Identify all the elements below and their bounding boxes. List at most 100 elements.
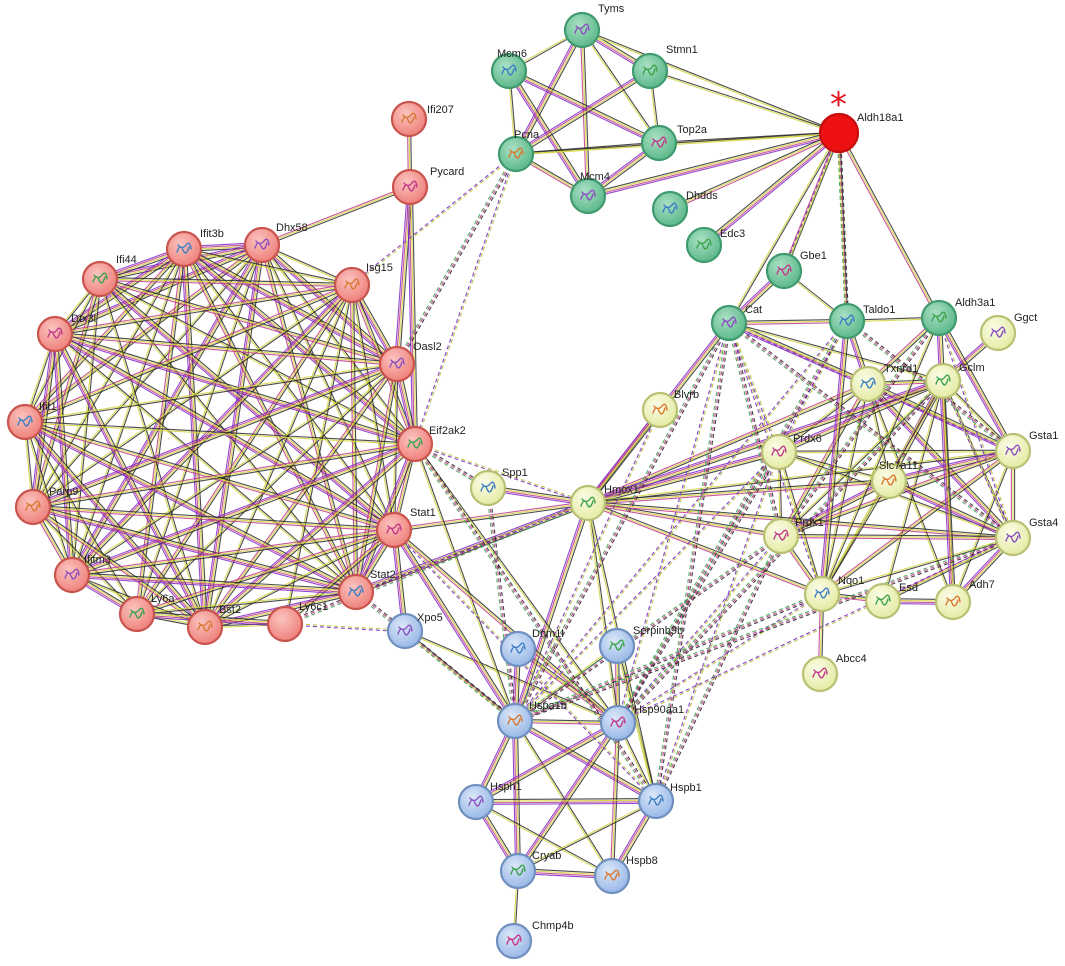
node-pycard[interactable]: Pycard xyxy=(391,166,464,206)
node-circle xyxy=(375,511,413,549)
protein-structure-icon xyxy=(609,639,625,651)
node-tyms[interactable]: Tyms xyxy=(563,3,625,49)
node-hspa1b[interactable]: Hspa1b xyxy=(496,700,567,740)
node-parp9[interactable]: Parp9 xyxy=(14,486,78,526)
protein-structure-icon xyxy=(990,326,1006,338)
node-bst2[interactable]: Bst2 xyxy=(186,604,241,646)
node-gsta4[interactable]: Gsta4 xyxy=(994,517,1058,557)
node-hsp90aa1[interactable]: Hsp90aa1 xyxy=(599,704,684,742)
dashed-edge-Cat-Hspa1b xyxy=(513,321,731,723)
edge-Aldh18a1-Taldo1 xyxy=(837,132,849,322)
node-cat[interactable]: Cat xyxy=(710,304,762,342)
node-label: Esd xyxy=(899,582,918,594)
protein-structure-icon xyxy=(92,272,108,284)
node-spp1[interactable]: Spp1 xyxy=(469,467,528,507)
node-oasl2[interactable]: Oasl2 xyxy=(378,341,442,383)
edge-Ifi44-Oasl2 xyxy=(99,276,398,367)
node-circle xyxy=(651,190,689,228)
node-top2a[interactable]: Top2a xyxy=(640,124,708,162)
node-eif2ak2[interactable]: Eif2ak2 xyxy=(396,425,466,463)
node-hspb8[interactable]: Hspb8 xyxy=(593,855,658,895)
node-circle xyxy=(333,266,371,304)
node-circle xyxy=(765,252,803,290)
node-chmp4b[interactable]: Chmp4b xyxy=(495,920,574,960)
node-circle xyxy=(186,608,224,646)
node-stat2[interactable]: Stat2 xyxy=(337,569,396,611)
node-hspb1[interactable]: Hspb1 xyxy=(637,782,702,820)
dashed-edge-Aldh18a1-Taldo1 xyxy=(836,132,850,322)
node-aldh18a1[interactable]: Aldh18a1 xyxy=(818,112,904,154)
protein-structure-icon xyxy=(580,189,596,201)
edge-Oasl2-Parp9 xyxy=(31,361,399,510)
node-edc3[interactable]: Edc3 xyxy=(685,226,745,264)
protein-structure-icon xyxy=(662,202,678,214)
edge-Hspa1b-Cryab xyxy=(512,720,521,872)
node-ifi44[interactable]: Ifi44 xyxy=(81,254,137,298)
edge-Edc3-Aldh18a1 xyxy=(702,130,841,248)
edge-Oasl2-Ly6a xyxy=(136,363,398,615)
node-hmox1[interactable]: Hmox1 xyxy=(569,484,639,522)
node-circle xyxy=(499,630,537,668)
node-stat1[interactable]: Stat1 xyxy=(375,507,436,549)
node-nqo1[interactable]: Nqo1 xyxy=(803,575,864,613)
node-prdx1[interactable]: Prdx1 xyxy=(762,517,824,555)
edge-Aldh3a1-Gsta1 xyxy=(936,316,1016,453)
node-gclm[interactable]: Gclm xyxy=(924,362,985,400)
node-circle xyxy=(396,425,434,463)
edge-Ifi44-Bst2 xyxy=(98,278,207,628)
edge-Aldh18a1-Cat xyxy=(727,132,841,324)
node-circle xyxy=(760,433,798,471)
protein-structure-icon xyxy=(935,374,951,386)
node-aldh3a1[interactable]: Aldh3a1 xyxy=(920,297,995,337)
node-txnrd1[interactable]: Txnrd1 xyxy=(849,363,918,403)
node-ggct[interactable]: Ggct xyxy=(979,312,1037,352)
node-circle xyxy=(631,52,669,90)
node-gsta1[interactable]: Gsta1 xyxy=(994,430,1058,470)
node-label: Dhx58 xyxy=(276,222,308,234)
node-ifi207[interactable]: Ifi207 xyxy=(390,100,454,138)
edge-Isg15-Ly6c1 xyxy=(283,284,354,625)
edge-Eif2ak2-Ifitm3 xyxy=(70,441,417,578)
node-abcc4[interactable]: Abcc4 xyxy=(801,653,867,693)
node-dtx3l[interactable]: Dtx3l xyxy=(36,313,96,353)
node-stmn1[interactable]: Stmn1 xyxy=(631,44,698,90)
edge-Stat1-Ifitm3 xyxy=(71,527,395,578)
node-adh7[interactable]: Adh7 xyxy=(934,579,995,621)
node-prdx6[interactable]: Prdx6 xyxy=(760,433,822,471)
protein-structure-icon xyxy=(254,238,270,250)
node-mcm4[interactable]: Mcm4 xyxy=(569,171,610,215)
node-pcna[interactable]: Pcna xyxy=(497,129,540,173)
node-slc7a11[interactable]: Slc7a11 xyxy=(870,460,918,500)
node-esd[interactable]: Esd xyxy=(864,582,918,620)
node-cryab[interactable]: Cryab xyxy=(499,850,561,890)
edge-Hsph1-Hspb1 xyxy=(475,798,657,805)
node-dhdds[interactable]: Dhdds xyxy=(651,190,718,228)
node-label: Prdx1 xyxy=(795,517,824,529)
edge-Taldo1-Nqo1 xyxy=(819,320,850,595)
dashed-edge-Cat-Hsp90aa1 xyxy=(616,322,731,724)
node-label: Adh7 xyxy=(969,579,995,591)
node-gbe1[interactable]: Gbe1 xyxy=(765,250,827,290)
edge-Hsp90aa1-Hspb8 xyxy=(609,722,621,877)
edge-Dhx58-Ly6a xyxy=(135,244,264,615)
node-hsph1[interactable]: Hsph1 xyxy=(457,781,522,821)
node-ly6a[interactable]: Ly6a xyxy=(118,593,175,633)
node-isg15[interactable]: Isg15 xyxy=(333,262,393,304)
node-xpo5[interactable]: Xpo5 xyxy=(386,612,443,650)
node-ly6c1[interactable]: Ly6c1 xyxy=(266,601,328,643)
dashed-edge-Gclm-Hsp90aa1 xyxy=(616,379,945,725)
node-dhx58[interactable]: Dhx58 xyxy=(243,222,308,264)
protein-structure-icon xyxy=(64,568,80,580)
node-ifitm3[interactable]: Ifitm3 xyxy=(53,554,111,594)
node-taldo1[interactable]: Taldo1 xyxy=(828,302,895,340)
node-serpinb9b[interactable]: Serpinb9b xyxy=(598,625,683,665)
node-ifit3b[interactable]: Ifit3b xyxy=(165,228,224,268)
node-mcm6[interactable]: Mcm6 xyxy=(490,48,528,90)
node-dnm1l[interactable]: Dnm1l xyxy=(499,628,564,668)
node-label: Ggct xyxy=(1014,312,1037,324)
edge-Cat-Taldo1 xyxy=(728,318,848,326)
node-blvrb[interactable]: Blvrb xyxy=(641,389,699,429)
node-ifit1[interactable]: Ifit1 xyxy=(6,401,57,441)
node-circle xyxy=(641,391,679,429)
